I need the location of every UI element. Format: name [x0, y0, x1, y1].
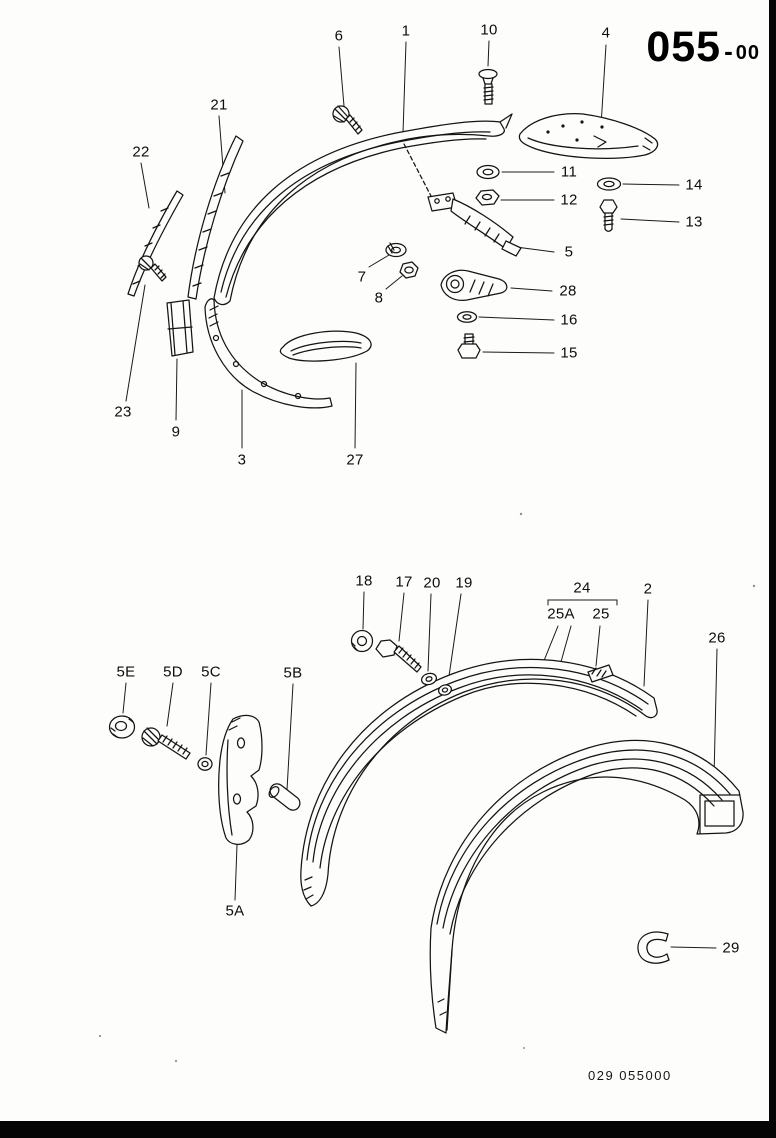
- part-callout-5: 5: [564, 243, 574, 261]
- hex-bolt-5d-part: [141, 727, 191, 760]
- part-callout-22: 22: [132, 143, 150, 161]
- part-callout-19: 19: [455, 574, 473, 592]
- bottom-border-bar: [0, 1121, 776, 1138]
- bumper-shell-part: [429, 739, 744, 1034]
- part-callout-29: 29: [722, 939, 740, 957]
- part-callout-8: 8: [374, 289, 384, 307]
- part-callout-24: 24: [573, 579, 591, 597]
- part-callout-5E: 5E: [116, 663, 136, 681]
- hex-nut-8-part: [399, 261, 419, 279]
- part-callout-15: 15: [560, 344, 578, 362]
- washer-20-part: [420, 672, 438, 686]
- washer-5c-part: [197, 757, 213, 771]
- leader-lines: [122, 40, 718, 949]
- part-callout-21: 21: [210, 96, 228, 114]
- bumper-bar-part: [213, 113, 513, 306]
- part-callout-7: 7: [357, 268, 367, 286]
- part-callout-25: 25: [592, 605, 610, 623]
- page-code: 055 - 00: [646, 23, 760, 71]
- part-callout-26: 26: [708, 629, 726, 647]
- clip-plate-part: [166, 299, 194, 357]
- washer-7-part: [385, 242, 407, 258]
- hex-bolt-15-part: [457, 333, 481, 359]
- right-border-bar: [769, 0, 776, 1138]
- part-callout-5C: 5C: [201, 663, 221, 681]
- part-callout-3: 3: [237, 451, 247, 469]
- part-callout-18: 18: [355, 572, 373, 590]
- page-code-prefix: 055: [646, 23, 722, 71]
- scan-specks: [98, 512, 756, 1063]
- part-callout-1: 1: [401, 22, 411, 40]
- part-callout-23: 23: [114, 403, 132, 421]
- washer-11-part: [476, 164, 500, 180]
- corner-bracket-part: [204, 298, 333, 409]
- dome-screw-part: [332, 105, 363, 135]
- part-callout-5A: 5A: [225, 902, 245, 920]
- lower-assembly: [108, 629, 744, 1034]
- molding-end-clip-part: [587, 664, 614, 683]
- spacer-sleeve-part: [268, 783, 301, 811]
- part-callout-5D: 5D: [163, 663, 183, 681]
- flat-screw-part: [478, 68, 498, 105]
- part-callout-25A: 25A: [547, 605, 575, 623]
- part-callout-5B: 5B: [283, 664, 303, 682]
- bracket-24: [547, 599, 618, 606]
- part-callout-12: 12: [560, 191, 578, 209]
- part-callout-6: 6: [334, 27, 344, 45]
- upper-assembly: [127, 68, 659, 409]
- trim-strip-small-part: [127, 190, 184, 297]
- mount-bracket-part: [218, 714, 263, 845]
- part-callout-9: 9: [171, 423, 181, 441]
- footer-code: 029 055000: [588, 1068, 672, 1083]
- washer-18-part: [350, 629, 374, 653]
- hex-nut-12-part: [475, 189, 500, 206]
- part-callout-20: 20: [423, 574, 441, 592]
- part-callout-2: 2: [643, 580, 653, 598]
- washer-14-part: [596, 177, 622, 191]
- washer-19-part: [437, 684, 453, 696]
- part-callout-13: 13: [685, 213, 703, 231]
- part-callout-16: 16: [560, 311, 578, 329]
- rear-bumper-part: [300, 658, 658, 907]
- hex-bolt-13-part: [599, 199, 618, 232]
- rub-strip-pad-part: [279, 330, 372, 362]
- part-callout-17: 17: [395, 573, 413, 591]
- tow-bracket-part: [440, 269, 508, 301]
- grommet-part: [108, 715, 136, 739]
- hex-bolt-17-part: [375, 639, 422, 673]
- part-callout-28: 28: [559, 282, 577, 300]
- part-callout-10: 10: [480, 21, 498, 39]
- trim-screw-part: [138, 255, 167, 282]
- washer-16-part: [456, 311, 478, 323]
- retaining-clip-part: [637, 931, 670, 964]
- bumper-end-cap-part: [518, 113, 659, 159]
- page-code-suffix: 00: [735, 42, 760, 65]
- trim-strip-part: [187, 135, 244, 300]
- part-callout-27: 27: [346, 451, 364, 469]
- page-code-separator: -: [724, 36, 733, 66]
- part-callout-11: 11: [560, 163, 578, 181]
- part-callout-14: 14: [685, 176, 703, 194]
- part-callout-4: 4: [601, 24, 611, 42]
- support-bracket-part: [427, 192, 522, 257]
